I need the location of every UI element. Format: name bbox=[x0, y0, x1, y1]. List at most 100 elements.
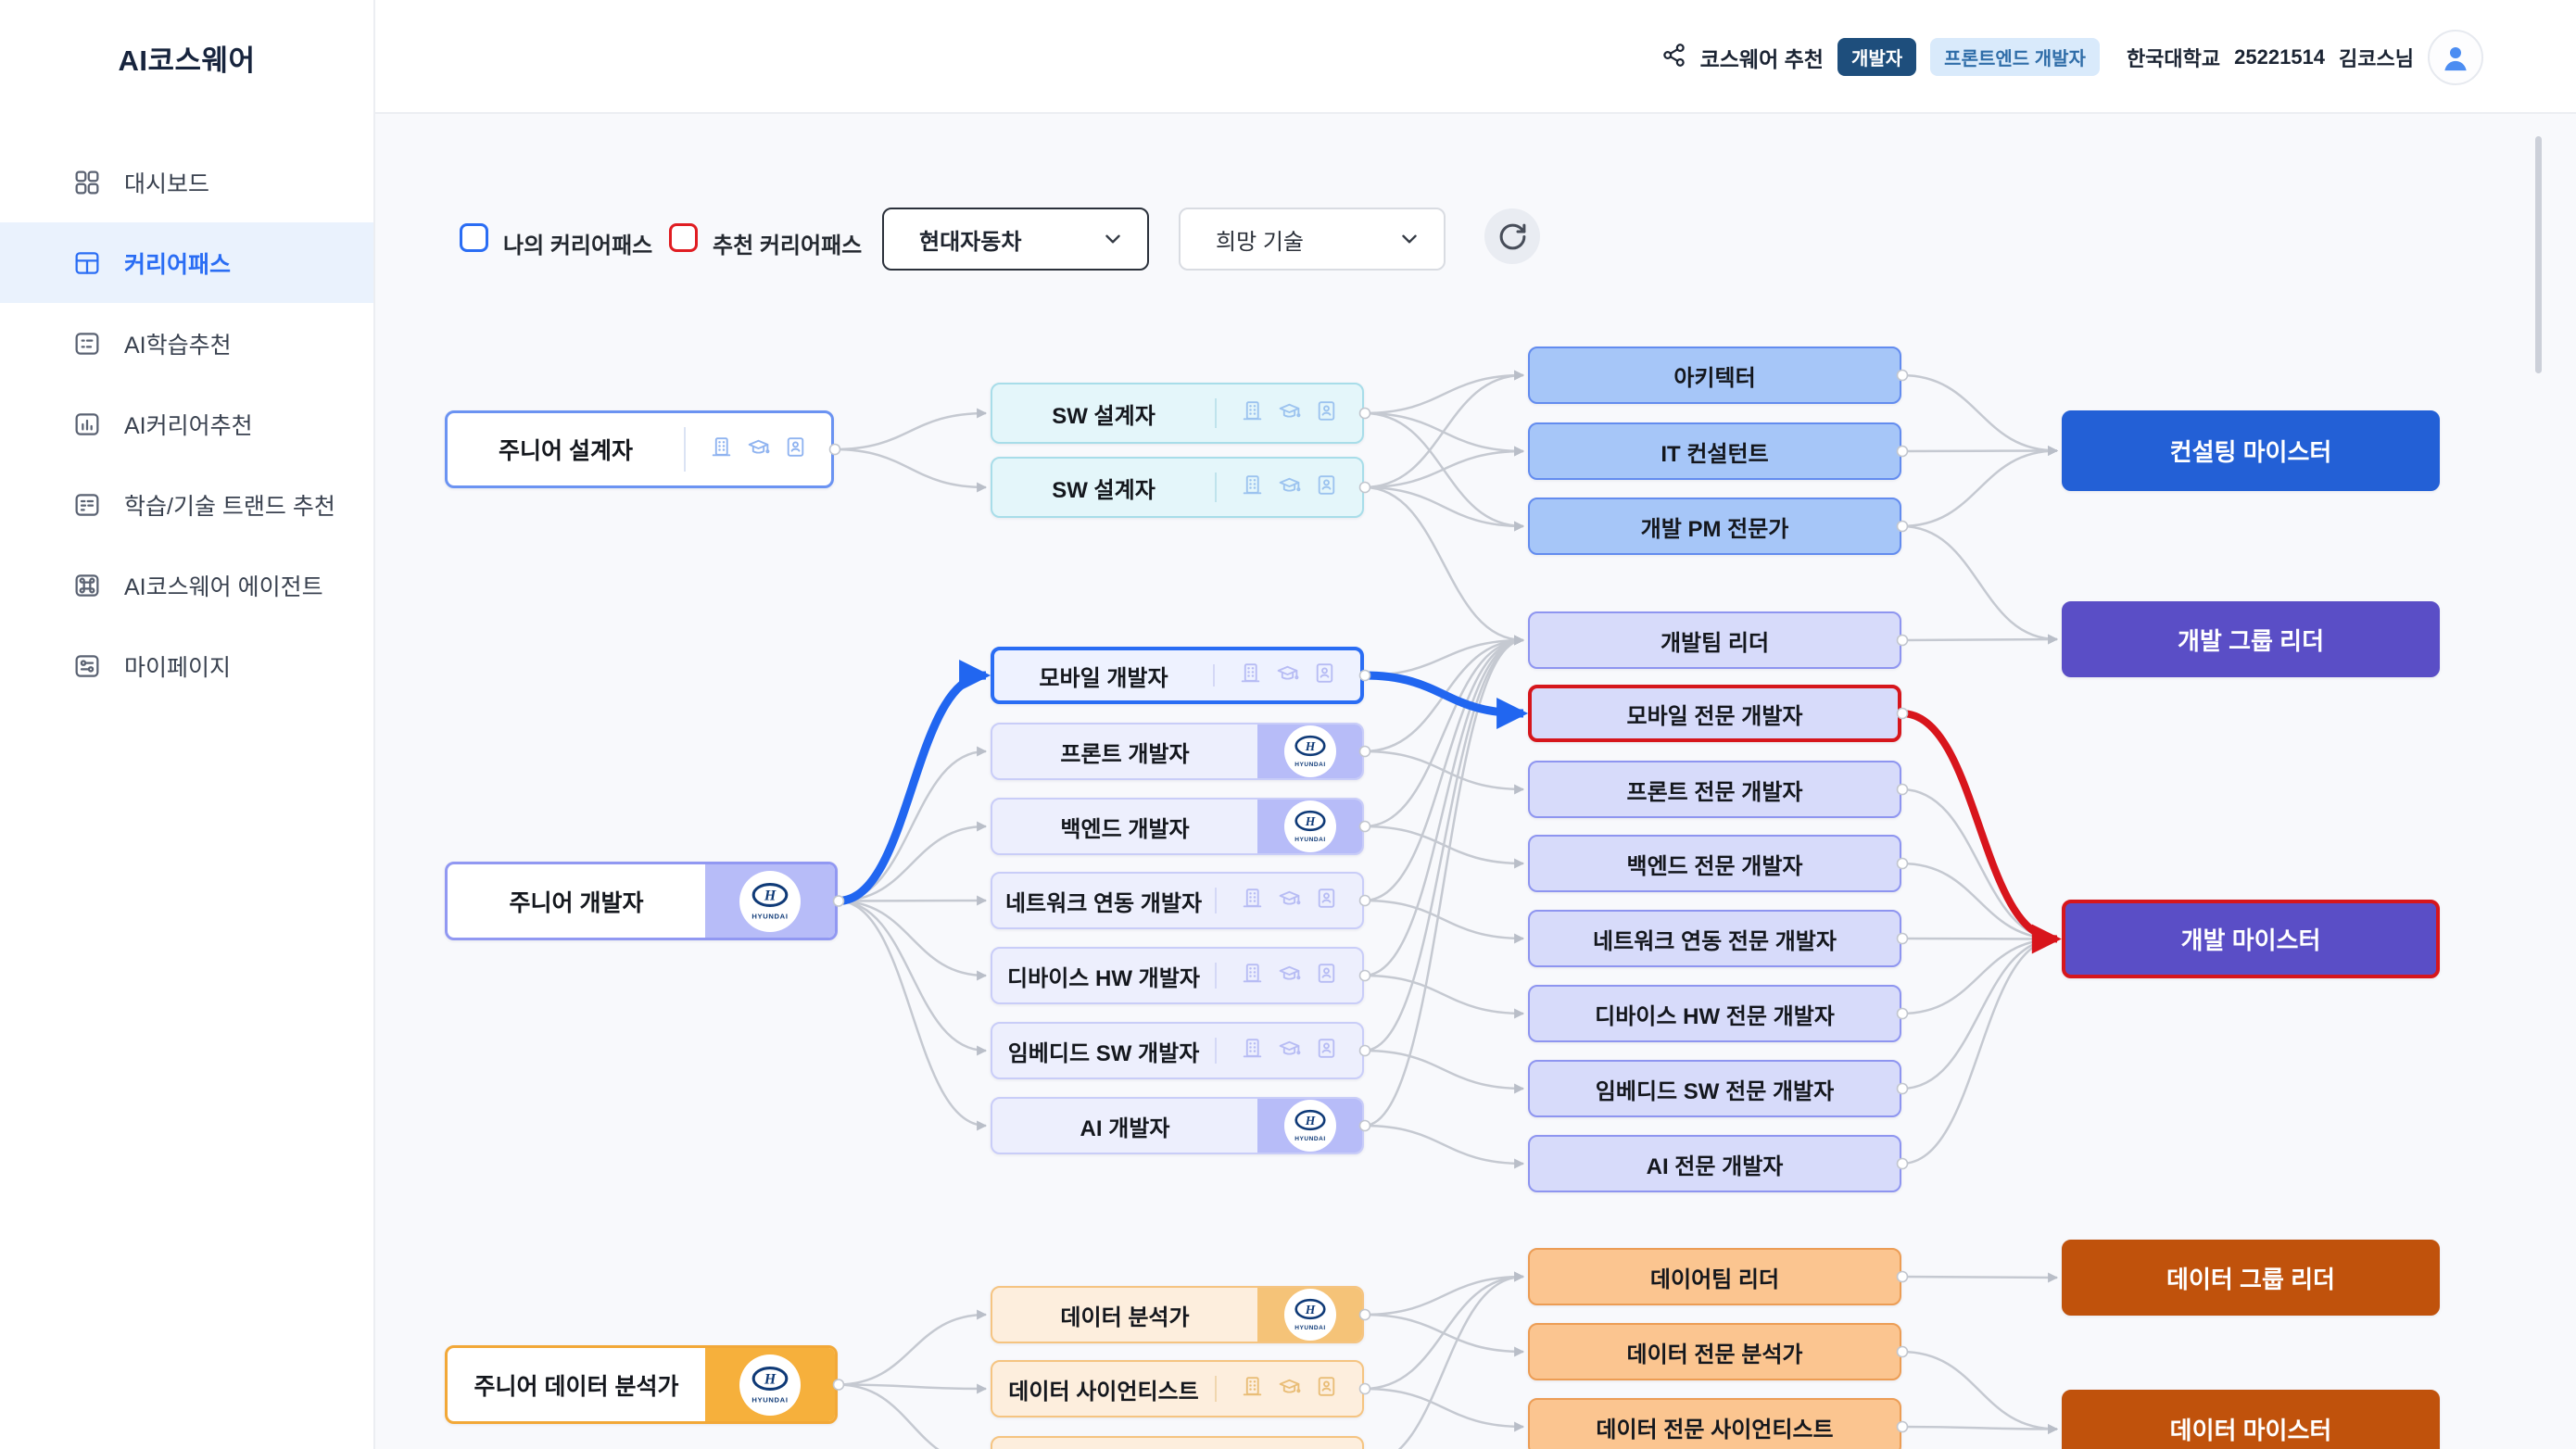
node-label: 데이터 그룹 리더 bbox=[2065, 1242, 2437, 1313]
node-label: 백엔드 전문 개발자 bbox=[1530, 837, 1900, 890]
flow-node-dev-pm[interactable]: 개발 PM 전문가 bbox=[1528, 498, 1901, 555]
node-label: 주니어 데이터 분석가 bbox=[448, 1348, 705, 1421]
svg-text:HYUNDAI: HYUNDAI bbox=[1294, 1136, 1326, 1142]
flow-node-junior-developer[interactable]: 주니어 개발자HHYUNDAI bbox=[445, 862, 838, 940]
certificate-icon bbox=[1314, 1036, 1339, 1065]
node-label: 데이터 전문 분석가 bbox=[1530, 1325, 1900, 1379]
flow-node-dev-team-leader[interactable]: 개발팀 리더 bbox=[1528, 611, 1901, 669]
flow-node-backend-dev[interactable]: 백엔드 개발자HHYUNDAI bbox=[991, 798, 1364, 855]
edge-junior-developer-to-device-hw-dev bbox=[838, 901, 986, 976]
flow-node-network-dev[interactable]: 네트워크 연동 개발자 bbox=[991, 872, 1364, 929]
company-select[interactable]: 현대자동차 bbox=[882, 208, 1149, 271]
sidebar-item-label: AI학습추천 bbox=[124, 327, 232, 360]
certificate-icon bbox=[1314, 961, 1339, 990]
refresh-button[interactable] bbox=[1484, 208, 1540, 264]
sidebar-item-label: AI커리어추천 bbox=[124, 408, 253, 441]
flow-node-mobile-pro[interactable]: 모바일 전문 개발자 bbox=[1528, 685, 1901, 742]
graduation-cap-icon bbox=[1277, 1374, 1302, 1404]
graduation-cap-icon bbox=[1277, 398, 1302, 428]
node-meta-icons bbox=[1217, 459, 1362, 516]
dashboard-grid-icon bbox=[72, 168, 102, 197]
flow-node-architect[interactable]: 아키텍터 bbox=[1528, 346, 1901, 404]
edge-backend-dev-to-backend-pro bbox=[1364, 826, 1523, 863]
mypage-icon bbox=[72, 651, 102, 681]
courseware-recommend-link[interactable]: 코스웨어 추천 bbox=[1700, 42, 1824, 73]
flow-node-dev-meister[interactable]: 개발 마이스터 bbox=[2062, 900, 2440, 978]
flow-node-it-consultant[interactable]: IT 컨설턴트 bbox=[1528, 422, 1901, 480]
flow-node-embedded-sw-pro[interactable]: 임베디드 SW 전문 개발자 bbox=[1528, 1060, 1901, 1117]
node-label: 개발 마이스터 bbox=[2065, 903, 2436, 975]
node-label: 모바일 전문 개발자 bbox=[1532, 688, 1898, 738]
edge-it-consultant-to-consulting-meister bbox=[1901, 451, 2057, 452]
graduation-cap-icon bbox=[1275, 661, 1300, 690]
sidebar-item-label: 마이페이지 bbox=[124, 649, 231, 683]
node-label: 디바이스 HW 전문 개발자 bbox=[1530, 987, 1900, 1040]
flow-node-sw-designer-1[interactable]: SW 설계자 bbox=[991, 383, 1364, 444]
skill-select-value: 희망 기술 bbox=[1216, 223, 1304, 256]
svg-text:HYUNDAI: HYUNDAI bbox=[751, 1395, 788, 1404]
flow-node-consulting-meister[interactable]: 컨설팅 마이스터 bbox=[2062, 410, 2440, 491]
my-careerpath-checkbox[interactable] bbox=[460, 223, 488, 252]
sidebar-item-mypage[interactable]: 마이페이지 bbox=[0, 625, 373, 706]
skill-select[interactable]: 희망 기술 bbox=[1179, 208, 1446, 271]
flow-node-data-pro-analyst[interactable]: 데이터 전문 분석가 bbox=[1528, 1323, 1901, 1380]
edge-sw-designer-2-to-dev-team-leader bbox=[1364, 487, 1523, 640]
flow-node-front-pro[interactable]: 프론트 전문 개발자 bbox=[1528, 761, 1901, 818]
flow-node-data-pro-scientist[interactable]: 데이터 전문 사이언티스트 bbox=[1528, 1398, 1901, 1449]
profile-avatar[interactable] bbox=[2428, 30, 2483, 85]
flow-node-device-hw-pro[interactable]: 디바이스 HW 전문 개발자 bbox=[1528, 985, 1901, 1042]
sidebar-item-ai-learning[interactable]: AI학습추천 bbox=[0, 303, 373, 384]
vertical-scrollbar[interactable] bbox=[2535, 136, 2542, 373]
flow-node-data-team-leader[interactable]: 데이어팀 리더 bbox=[1528, 1248, 1901, 1305]
node-label: 데이터 사이언티스트 bbox=[992, 1362, 1215, 1416]
graduation-cap-icon bbox=[1277, 1036, 1302, 1065]
flow-node-junior-data-analyst[interactable]: 주니어 데이터 분석가HHYUNDAI bbox=[445, 1345, 838, 1424]
recommended-careerpath-checkbox[interactable] bbox=[669, 223, 698, 252]
sidebar-item-careerpath[interactable]: 커리어패스 bbox=[0, 222, 373, 303]
flow-node-ai-pro[interactable]: AI 전문 개발자 bbox=[1528, 1135, 1901, 1192]
flow-node-sw-designer-2[interactable]: SW 설계자 bbox=[991, 457, 1364, 518]
node-meta-icons bbox=[1217, 384, 1362, 442]
node-label: 백엔드 개발자 bbox=[992, 800, 1257, 853]
student-id-label: 25221514 bbox=[2234, 45, 2325, 69]
flow-node-ai-dev[interactable]: AI 개발자 HHYUNDAI bbox=[991, 1097, 1364, 1154]
sidebar-item-ai-career[interactable]: AI커리어추천 bbox=[0, 384, 373, 464]
edge-ai-pro-to-dev-meister bbox=[1901, 939, 2057, 1165]
sidebar-item-agent[interactable]: AI코스웨어 에이전트 bbox=[0, 545, 373, 625]
flow-node-data-group-leader[interactable]: 데이터 그룹 리더 bbox=[2062, 1240, 2440, 1316]
flow-node-mobile-dev[interactable]: 모바일 개발자 bbox=[991, 647, 1364, 704]
node-label: AI 개발자 bbox=[992, 1099, 1257, 1153]
flow-node-data-node-partial[interactable] bbox=[991, 1436, 1364, 1449]
edge-junior-developer-to-ai-dev bbox=[838, 901, 986, 1127]
flow-node-data-scientist[interactable]: 데이터 사이언티스트 bbox=[991, 1360, 1364, 1418]
edge-junior-developer-to-mobile-dev bbox=[838, 675, 986, 901]
node-label: 개발 그룹 리더 bbox=[2065, 604, 2437, 674]
flow-node-dev-group-leader[interactable]: 개발 그룹 리더 bbox=[2062, 601, 2440, 677]
recommended-careerpath-label: 추천 커리어패스 bbox=[713, 227, 862, 259]
sidebar-item-trend[interactable]: 학습/기술 트랜드 추천 bbox=[0, 464, 373, 545]
node-meta-icons bbox=[686, 413, 831, 485]
edge-junior-data-analyst-to-data-analyst bbox=[838, 1315, 986, 1385]
node-label: 개발팀 리더 bbox=[1530, 613, 1900, 667]
flow-node-data-meister[interactable]: 데이터 마이스터 bbox=[2062, 1390, 2440, 1449]
node-label: AI 전문 개발자 bbox=[1530, 1137, 1900, 1191]
flow-node-junior-designer[interactable]: 주니어 설계자 bbox=[445, 410, 834, 488]
edge-data-team-leader-to-data-group-leader bbox=[1901, 1277, 2057, 1278]
ai-career-icon bbox=[72, 410, 102, 439]
hyundai-logo: HHYUNDAI bbox=[1284, 1100, 1336, 1152]
flow-node-device-hw-dev[interactable]: 디바이스 HW 개발자 bbox=[991, 947, 1364, 1004]
building-icon bbox=[1240, 398, 1265, 428]
building-icon bbox=[1240, 1036, 1265, 1065]
flow-node-front-dev[interactable]: 프론트 개발자HHYUNDAI bbox=[991, 723, 1364, 780]
flow-node-data-analyst[interactable]: 데이터 분석가HHYUNDAI bbox=[991, 1286, 1364, 1343]
certificate-icon bbox=[1314, 1374, 1339, 1404]
header: 코스웨어 추천 개발자 프론트엔드 개발자 한국대학교 25221514 김코스… bbox=[375, 0, 2576, 114]
sidebar-item-dashboard[interactable]: 대시보드 bbox=[0, 142, 373, 222]
company-logo-section: HHYUNDAI bbox=[1257, 724, 1362, 778]
sidebar-item-label: 대시보드 bbox=[124, 166, 209, 199]
edge-junior-designer-to-sw-designer-1 bbox=[834, 413, 986, 449]
flow-node-embedded-sw-dev[interactable]: 임베디드 SW 개발자 bbox=[991, 1022, 1364, 1079]
flow-node-network-pro[interactable]: 네트워크 연동 전문 개발자 bbox=[1528, 910, 1901, 967]
node-label: 주니어 설계자 bbox=[448, 413, 684, 485]
flow-node-backend-pro[interactable]: 백엔드 전문 개발자 bbox=[1528, 835, 1901, 892]
